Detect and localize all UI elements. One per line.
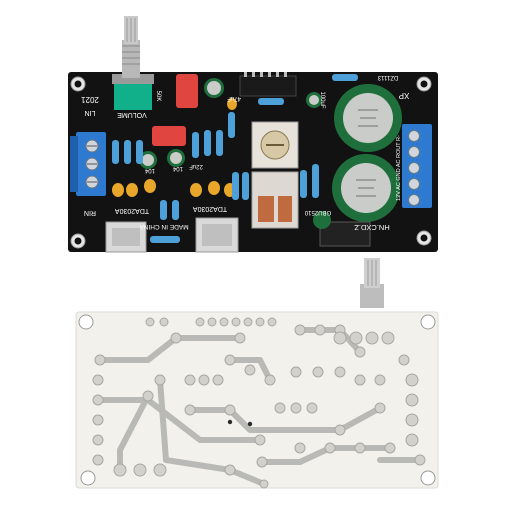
lin-label: LIN (85, 109, 96, 116)
part-code-label: DZ1113 (377, 74, 398, 80)
bottom-pcb-board (75, 258, 439, 489)
cap-100uf-label: 100uF (319, 91, 325, 108)
amplifier-chip-left (105, 221, 147, 253)
filter-capacitor-2 (332, 154, 400, 222)
resistors (112, 74, 358, 243)
cap-22uf-label: 22uF (189, 163, 203, 169)
mounting-holes-bottom (78, 314, 436, 486)
red-capacitor-top (176, 74, 198, 108)
op-amp-ic (239, 72, 297, 97)
made-in-china-label: MADE IN CHINA (139, 223, 189, 230)
small-capacitors (139, 78, 331, 229)
clear-relay (251, 171, 299, 229)
amp-left-label: TDA2030A (115, 207, 150, 214)
amp-right-label: TDA2030A (193, 205, 228, 212)
via-holes (227, 419, 253, 427)
cap-104-label-a: 104 (172, 165, 183, 171)
volume-label: VOLUME (117, 111, 147, 118)
filter-capacitor-1 (334, 84, 402, 152)
maker-label: HN.CXD.Z (354, 223, 390, 232)
year-label: 2021 (81, 95, 99, 104)
bridge-label: GBU2510 (304, 209, 331, 215)
potentiometer-shaft-back (360, 258, 384, 308)
amplifier-chip-right (195, 217, 239, 253)
left-input-terminal (70, 132, 106, 196)
top-pcb-board: LIN 2021 VOLUME 50K RIN TDA2030A TDA2030… (68, 16, 438, 253)
terminal-label: 12V AC GND AC ROUT R- (396, 135, 402, 201)
solder-pads (92, 317, 426, 489)
volume-potentiometer (112, 16, 154, 110)
cap-47uf-label: 47uF (227, 95, 241, 101)
trimmer-block (251, 121, 299, 169)
pot-value-label: 50K (155, 91, 161, 102)
rin-label: RIN (84, 209, 96, 216)
xp-label: XP (399, 91, 410, 100)
mounting-holes-top (70, 76, 432, 249)
red-capacitor-mid (152, 126, 186, 146)
right-power-terminal (402, 124, 432, 208)
cap-104-label-b: 104 (144, 167, 155, 173)
silkscreen-labels: LIN 2021 VOLUME 50K RIN TDA2030A TDA2030… (81, 74, 410, 232)
